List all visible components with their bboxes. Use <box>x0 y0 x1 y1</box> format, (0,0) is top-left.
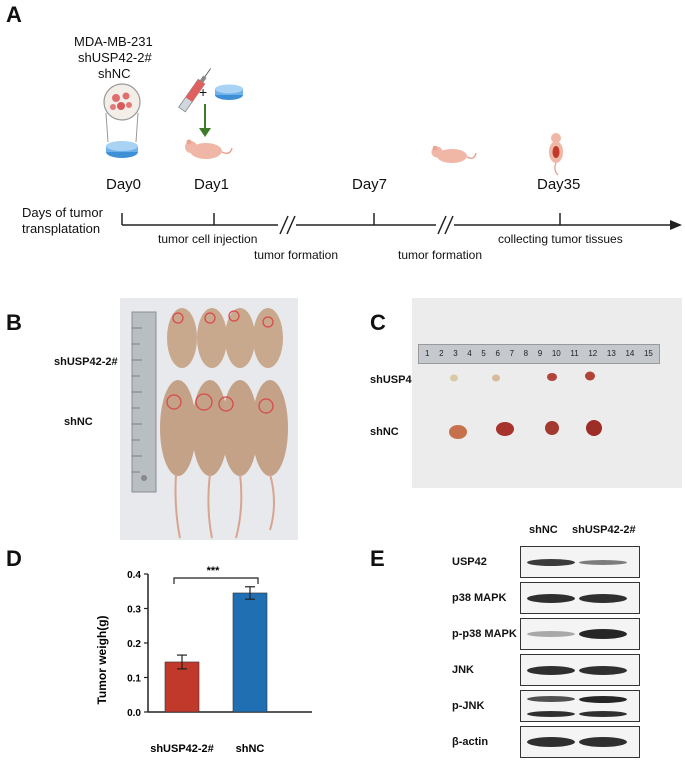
dissected-mouse-icon <box>549 133 563 176</box>
ruler-tick: 9 <box>537 349 543 358</box>
blot-band <box>527 558 575 566</box>
event-formation-1: tumor formation <box>254 248 339 262</box>
blot-band <box>579 737 627 747</box>
ruler-tick: 6 <box>495 349 500 358</box>
ruler: 1 2 3 4 5 6 7 8 9 10 11 12 13 14 15 <box>418 344 660 364</box>
ruler-tick: 8 <box>523 349 529 358</box>
y-tick-label: 0.2 <box>127 639 141 650</box>
blot-row <box>520 618 640 650</box>
blot-label: β-actin <box>452 736 489 748</box>
timeline-label-line1: Days of tumor <box>22 205 103 220</box>
c-row-label-shnc: shNC <box>370 426 399 438</box>
ruler-tick: 14 <box>625 349 635 358</box>
ruler-tick: 7 <box>509 349 515 358</box>
panel-d-letter: D <box>6 546 22 571</box>
blot-band <box>579 629 627 639</box>
blot-row <box>520 690 640 722</box>
b-row-label-shnc: shNC <box>64 416 93 428</box>
panel-c-letter: C <box>370 310 386 335</box>
bar-1 <box>232 592 268 713</box>
lane-label-shusp42: shUSP42-2# <box>572 524 636 536</box>
group2-label: shNC <box>98 66 131 81</box>
x-tick-label-shnc: shNC <box>236 743 265 755</box>
ruler-tick: 11 <box>570 349 579 358</box>
blot-band <box>579 711 627 717</box>
panel-b-letter: B <box>6 310 22 335</box>
timeline-axis <box>121 213 682 235</box>
event-formation-2: tumor formation <box>398 248 483 262</box>
mouse-icon-2 <box>431 145 477 163</box>
blot-label: p-p38 MAPK <box>452 628 517 640</box>
ruler-tick: 5 <box>481 349 486 358</box>
syringe-icon <box>178 68 212 113</box>
cell-dish-icon <box>103 83 141 158</box>
blot-band <box>527 711 575 717</box>
blot-band <box>527 665 575 675</box>
blot-label: p38 MAPK <box>452 592 507 604</box>
day7-label: Day7 <box>352 176 388 193</box>
panel-e-letter: E <box>370 546 385 571</box>
blot-band <box>579 559 627 565</box>
event-collecting: collecting tumor tissues <box>498 232 623 246</box>
y-tick-label: 0.1 <box>127 674 141 685</box>
cell-line-label: MDA-MB-231 <box>74 34 153 49</box>
ruler-tick: 4 <box>467 349 472 358</box>
blot-row <box>520 726 640 758</box>
blot-band <box>527 696 575 702</box>
blot-label: p-JNK <box>452 700 485 712</box>
lane-label-shnc: shNC <box>529 524 558 536</box>
blot-band <box>579 665 627 675</box>
significance-label: *** <box>207 565 221 577</box>
tumor-weight-chart: 0.0 0.1 0.2 0.3 0.4 *** Tumor weigh(g) shUSP… <box>95 565 312 755</box>
blot-band <box>579 593 627 603</box>
y-tick-label: 0.3 <box>127 605 141 616</box>
blot-label: USP42 <box>452 556 487 568</box>
ruler-tick: 1 <box>425 349 430 358</box>
ruler-tick: 3 <box>453 349 458 358</box>
bar-0 <box>164 661 200 713</box>
significance-bracket <box>173 577 259 584</box>
tumor-photo: 1 2 3 4 5 6 7 8 9 10 11 12 13 14 15 <box>412 298 682 488</box>
y-tick-label: 0.0 <box>127 708 141 719</box>
day0-label: Day0 <box>106 176 142 193</box>
blot-row <box>520 654 640 686</box>
ruler-tick: 10 <box>551 349 561 358</box>
dish-icon <box>215 84 243 100</box>
day35-label: Day35 <box>537 176 581 193</box>
tumor-samples <box>449 371 602 439</box>
ruler-tick: 13 <box>606 349 616 358</box>
arrow-down-icon <box>199 104 211 137</box>
blot-band <box>579 696 627 703</box>
blot-row <box>520 582 640 614</box>
ruler-tick: 15 <box>643 349 653 358</box>
blot-band <box>527 737 575 747</box>
y-axis-label: Tumor weigh(g) <box>95 615 109 704</box>
group1-label: shUSP42-2# <box>78 50 152 65</box>
b-row-label-shusp42: shUSP42-2# <box>54 356 118 368</box>
mouse-icon <box>185 139 233 159</box>
timeline-label-line2: transplatation <box>22 221 101 236</box>
blot-label: JNK <box>452 664 475 676</box>
mice-photo <box>120 298 298 540</box>
ruler-tick: 12 <box>588 349 598 358</box>
plus-sign: + <box>199 84 208 100</box>
day1-label: Day1 <box>194 176 230 193</box>
panel-a-letter: A <box>6 2 22 27</box>
y-tick-label: 0.4 <box>127 570 141 581</box>
x-tick-label-shusp42: shUSP42-2# <box>150 743 214 755</box>
event-injection: tumor cell injection <box>158 232 258 246</box>
blot-band <box>527 631 575 637</box>
blot-row <box>520 546 640 578</box>
blot-band <box>527 593 575 603</box>
ruler-tick: 2 <box>439 349 444 358</box>
